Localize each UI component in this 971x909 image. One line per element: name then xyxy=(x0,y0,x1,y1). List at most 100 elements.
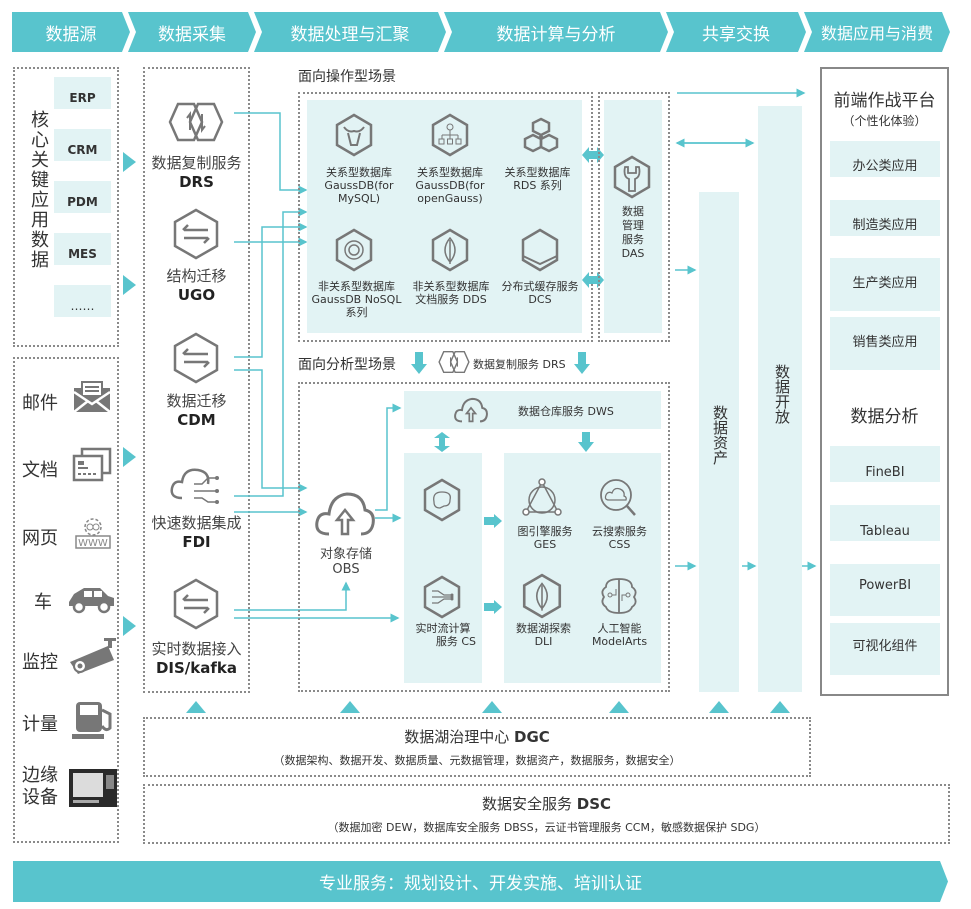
service-code: DIS/kafka xyxy=(155,659,238,677)
cache-icon xyxy=(521,228,559,272)
cs-label: 实时流计算服务 CS xyxy=(415,622,477,648)
source-to-collection-arrow xyxy=(123,616,136,636)
stage-sharing: 共享交换 xyxy=(666,12,806,52)
engines-panel xyxy=(504,453,661,683)
other-sources-group xyxy=(13,357,119,843)
migration-icon xyxy=(173,332,219,384)
up-arrow-icon xyxy=(482,701,502,713)
analytical-drs-label: 数据复制服务 DRS xyxy=(473,358,566,371)
governance-code: DGC xyxy=(514,728,550,746)
dws-panel xyxy=(404,391,661,429)
frontend-title: 前端作战平台 xyxy=(833,91,936,111)
security-title: 数据安全服务 DSC xyxy=(143,793,950,814)
mail-icon xyxy=(73,381,111,413)
service-name: 结构迁移 xyxy=(166,267,227,285)
stage-data-consumption: 数据应用与消费 xyxy=(804,12,950,52)
up-arrow-icon xyxy=(186,701,206,713)
up-arrow-icon xyxy=(770,701,790,713)
spiral-icon xyxy=(335,228,373,272)
stage-data-compute: 数据计算与分析 xyxy=(444,12,668,52)
service-name: 实时数据接入 xyxy=(151,640,242,658)
operational-title: 面向操作型场景 xyxy=(298,69,396,85)
hierarchy-icon xyxy=(431,113,469,157)
service-name: 快速数据集成 xyxy=(151,514,242,532)
collection-group xyxy=(143,67,250,693)
governance-name: 数据湖治理中心 xyxy=(404,728,510,746)
service-code: DRS xyxy=(179,173,214,191)
cloud-upload-icon xyxy=(315,492,375,536)
car-icon xyxy=(69,588,114,614)
frontend-platform xyxy=(820,67,949,696)
down-arrow-icon xyxy=(574,352,590,374)
tool-finebi: FineBI xyxy=(830,446,940,482)
source-metering-label: 计量 xyxy=(22,714,58,735)
stream-brain-icon xyxy=(423,478,461,522)
graph-engine-icon xyxy=(522,478,562,516)
das-group xyxy=(598,92,670,342)
source-web-label: 网页 xyxy=(22,528,58,549)
down-arrow-icon xyxy=(578,432,594,452)
core-app-erp: ERP xyxy=(54,77,111,109)
leaf-icon xyxy=(431,228,469,272)
security-detail: （数据加密 DEW，数据库安全服务 DBSS，云证书管理服务 CCM，敏感数据保… xyxy=(327,821,766,834)
wrench-icon xyxy=(613,155,651,199)
surveillance-camera-icon xyxy=(70,638,116,674)
right-arrow-icon xyxy=(484,600,502,614)
cloud-integration-icon xyxy=(170,468,219,504)
stage-data-collection: 数据采集 xyxy=(128,12,256,52)
svg-text:WWW: WWW xyxy=(78,538,108,549)
stream-compute-icon xyxy=(423,575,461,619)
up-arrow-icon xyxy=(709,701,729,713)
source-document-label: 文档 xyxy=(22,460,58,481)
data-open-column xyxy=(758,106,802,692)
dws-label: 数据仓库服务 DWS xyxy=(518,405,614,418)
security-group xyxy=(143,784,950,844)
down-arrow-icon xyxy=(411,352,427,374)
data-analysis-title: 数据分析 xyxy=(850,407,919,427)
fuel-meter-icon xyxy=(72,702,112,739)
core-apps-title: 核心关键应用数据 xyxy=(28,110,49,270)
service-name: 数据迁移 xyxy=(166,392,227,410)
tool-visualization: 可视化组件 xyxy=(830,623,940,675)
source-mail-label: 邮件 xyxy=(22,393,58,414)
db-dds: 非关系型数据库文档服务 DDS xyxy=(412,280,490,306)
leaf-icon xyxy=(522,573,562,619)
migration-icon xyxy=(173,208,219,260)
document-icon xyxy=(72,447,112,482)
tool-tableau: Tableau xyxy=(830,505,940,541)
web-page-icon: WWW xyxy=(75,518,111,549)
data-open-label: 数据开放 xyxy=(773,364,791,424)
source-to-collection-arrow xyxy=(123,152,136,172)
service-name: 数据复制服务 xyxy=(151,154,242,172)
security-code: DSC xyxy=(576,795,612,813)
cs-panel xyxy=(404,453,482,683)
core-app-crm: CRM xyxy=(54,129,111,161)
data-assets-column xyxy=(699,192,739,692)
app-manufacturing: 制造类应用 xyxy=(830,200,940,236)
source-edge-device-label: 边缘设备 xyxy=(22,765,58,808)
governance-detail: （数据架构、数据开发、数据质量、元数据管理，数据资产，数据服务，数据安全） xyxy=(273,754,681,767)
source-to-collection-arrow xyxy=(123,275,136,295)
stage-data-processing: 数据处理与汇聚 xyxy=(254,12,446,52)
source-monitor-label: 监控 xyxy=(22,652,58,673)
up-arrow-icon xyxy=(340,701,360,713)
cloud-upload-icon xyxy=(454,397,488,423)
service-code: CDM xyxy=(177,411,216,429)
service-code: UGO xyxy=(177,286,216,304)
cloud-search-icon xyxy=(600,479,636,516)
core-app-more: …… xyxy=(54,285,111,317)
professional-services-banner: 专业服务：规划设计、开发实施、培训认证 xyxy=(13,861,948,902)
analytical-group xyxy=(298,382,670,692)
